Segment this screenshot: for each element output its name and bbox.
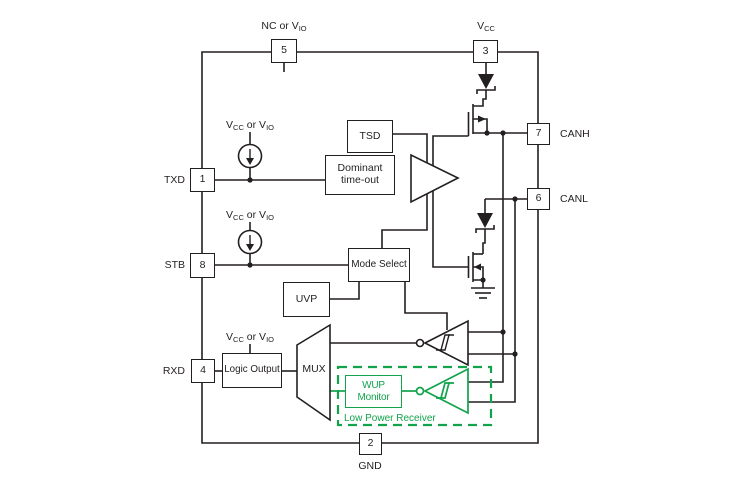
pin-number: 3 [482, 44, 489, 57]
logic-output-block: Logic Output [222, 353, 282, 388]
mosfet-icon [432, 191, 484, 288]
pin-number: 6 [535, 192, 542, 205]
current-source-icon [237, 229, 263, 255]
schmitt-trigger-icon [436, 334, 454, 351]
tsd-wire [393, 133, 428, 163]
pin-box-6: 6 [527, 188, 550, 210]
uvp-wire [330, 282, 360, 300]
high-side-output-stage [432, 63, 527, 332]
low-side-output-stage [432, 191, 527, 354]
pin5-net-label: NC or VIO [261, 20, 307, 33]
supply-label-stb: VCC or VIO [226, 209, 274, 222]
supply-label-txd: VCC or VIO [226, 119, 274, 132]
pin-box-5: 5 [271, 39, 297, 63]
pin-box-3: 3 [473, 40, 498, 63]
current-source-icon [237, 143, 263, 169]
pin-label-gnd: GND [358, 460, 382, 472]
pin-label-canl: CANL [560, 192, 589, 205]
vcc-label: VCC [477, 20, 495, 33]
dominant-timeout-block: Dominant time-out [325, 155, 395, 195]
pin-number: 7 [535, 127, 542, 140]
driver-amplifier-icon [410, 153, 460, 204]
pin-number: 2 [367, 437, 374, 450]
mode-select-block: Mode Select [348, 248, 410, 282]
mux-label: MUX [302, 363, 326, 375]
mode-to-driver-wire [381, 194, 428, 248]
tsd-block: TSD [347, 120, 393, 153]
schmitt-trigger-icon [436, 382, 454, 399]
uvp-block: UVP [283, 282, 330, 317]
pin-number: 4 [200, 364, 206, 377]
pin-box-8: 8 [190, 253, 215, 278]
mode-to-receiver-wire [404, 282, 448, 330]
pin-box-1: 1 [190, 168, 215, 192]
pin-box-7: 7 [527, 123, 550, 145]
ground-icon [471, 287, 495, 299]
mux-icon [296, 323, 331, 422]
low-power-receiver-label: Low Power Receiver [344, 412, 436, 424]
mosfet-icon [432, 104, 488, 166]
inverter-bubble [415, 386, 425, 396]
wup-monitor-block: WUP Monitor [345, 375, 402, 408]
pin-number: 5 [281, 44, 287, 57]
pin-label-txd: TXD [164, 173, 185, 186]
junction-dots [247, 130, 518, 357]
low-power-receiver-outline [336, 365, 493, 427]
diode-icon [478, 74, 494, 89]
pin-number: 8 [199, 258, 206, 271]
pin-label-rxd: RXD [162, 364, 185, 377]
outer-rail [201, 51, 539, 444]
diode-icon [477, 213, 493, 228]
pin-label-stb: STB [164, 259, 185, 271]
pin-box-4: 4 [191, 359, 215, 383]
inverter-bubble [415, 338, 425, 348]
supply-label-logic: VCC or VIO [226, 331, 274, 344]
pin-number: 1 [199, 173, 206, 186]
pin-box-2: 2 [359, 433, 382, 455]
pin-label-canh: CANH [560, 127, 590, 140]
